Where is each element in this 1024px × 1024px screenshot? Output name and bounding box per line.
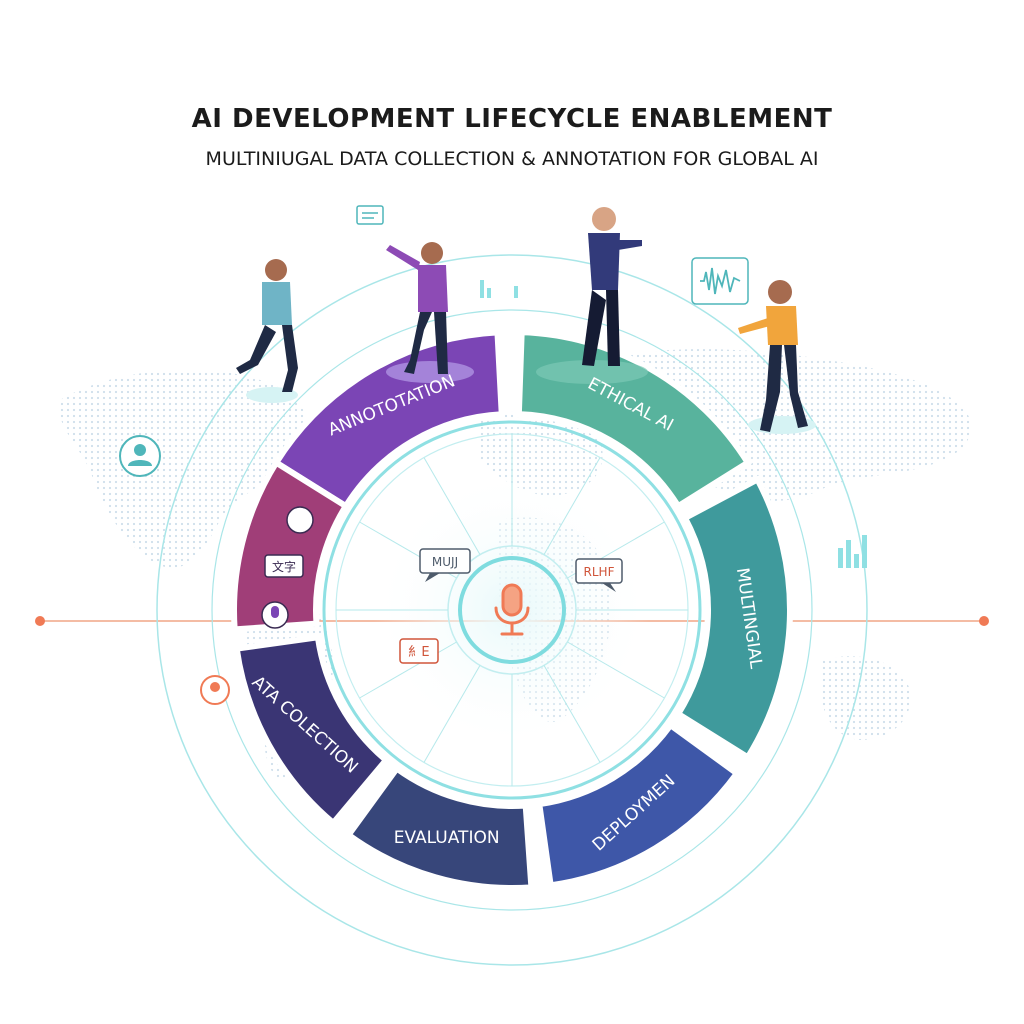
- microphone-small-icon: [261, 601, 289, 629]
- bubble-multi: MUJJ: [419, 548, 471, 582]
- bubble-cjk: 糹E: [399, 638, 439, 664]
- person-right-woman: [738, 280, 816, 434]
- microphone-icon: [494, 583, 530, 636]
- chat-bubble-icon: [356, 205, 384, 225]
- svg-text:文字: 文字: [272, 559, 296, 574]
- diagram-title: AI DEVELOPMENT LIFECYCLE ENABLEMENT: [191, 104, 833, 134]
- lifecycle-wheel: [231, 329, 793, 891]
- spoke: [567, 641, 665, 699]
- wheel-segment: [231, 458, 350, 633]
- location-pin-icon: [200, 675, 230, 705]
- wheel-segment: [233, 633, 391, 828]
- bubble-rlhf-text: RLHF: [584, 565, 615, 579]
- chat-icon: [286, 506, 314, 534]
- person-left-runner: [236, 259, 298, 403]
- segment-label: EVALUATION: [394, 828, 500, 848]
- spoke: [423, 457, 481, 555]
- spoke: [359, 641, 457, 699]
- person-center-man: [536, 207, 648, 384]
- diagram-subtitle: MULTINIUGAL DATA COLLECTION & ANNOTATION…: [205, 148, 819, 170]
- bubble-rlhf: RLHF: [575, 558, 623, 592]
- waveform-icon: [691, 257, 749, 305]
- inner-rings: [322, 420, 702, 800]
- user-icon: [119, 435, 161, 477]
- bar-chart-icon: [480, 280, 867, 568]
- bubble-multi-text: MUJJ: [432, 555, 458, 569]
- wheel-segment: [344, 764, 535, 891]
- bubble-cjk-text: 糹E: [408, 645, 429, 660]
- translate-icon: 文字: [264, 554, 304, 578]
- spoke: [543, 457, 601, 555]
- spoke: [543, 665, 601, 763]
- wheel-segment: [674, 475, 793, 762]
- spoke: [423, 665, 481, 763]
- person-purple: [386, 242, 474, 383]
- wheel-segment: [535, 721, 742, 889]
